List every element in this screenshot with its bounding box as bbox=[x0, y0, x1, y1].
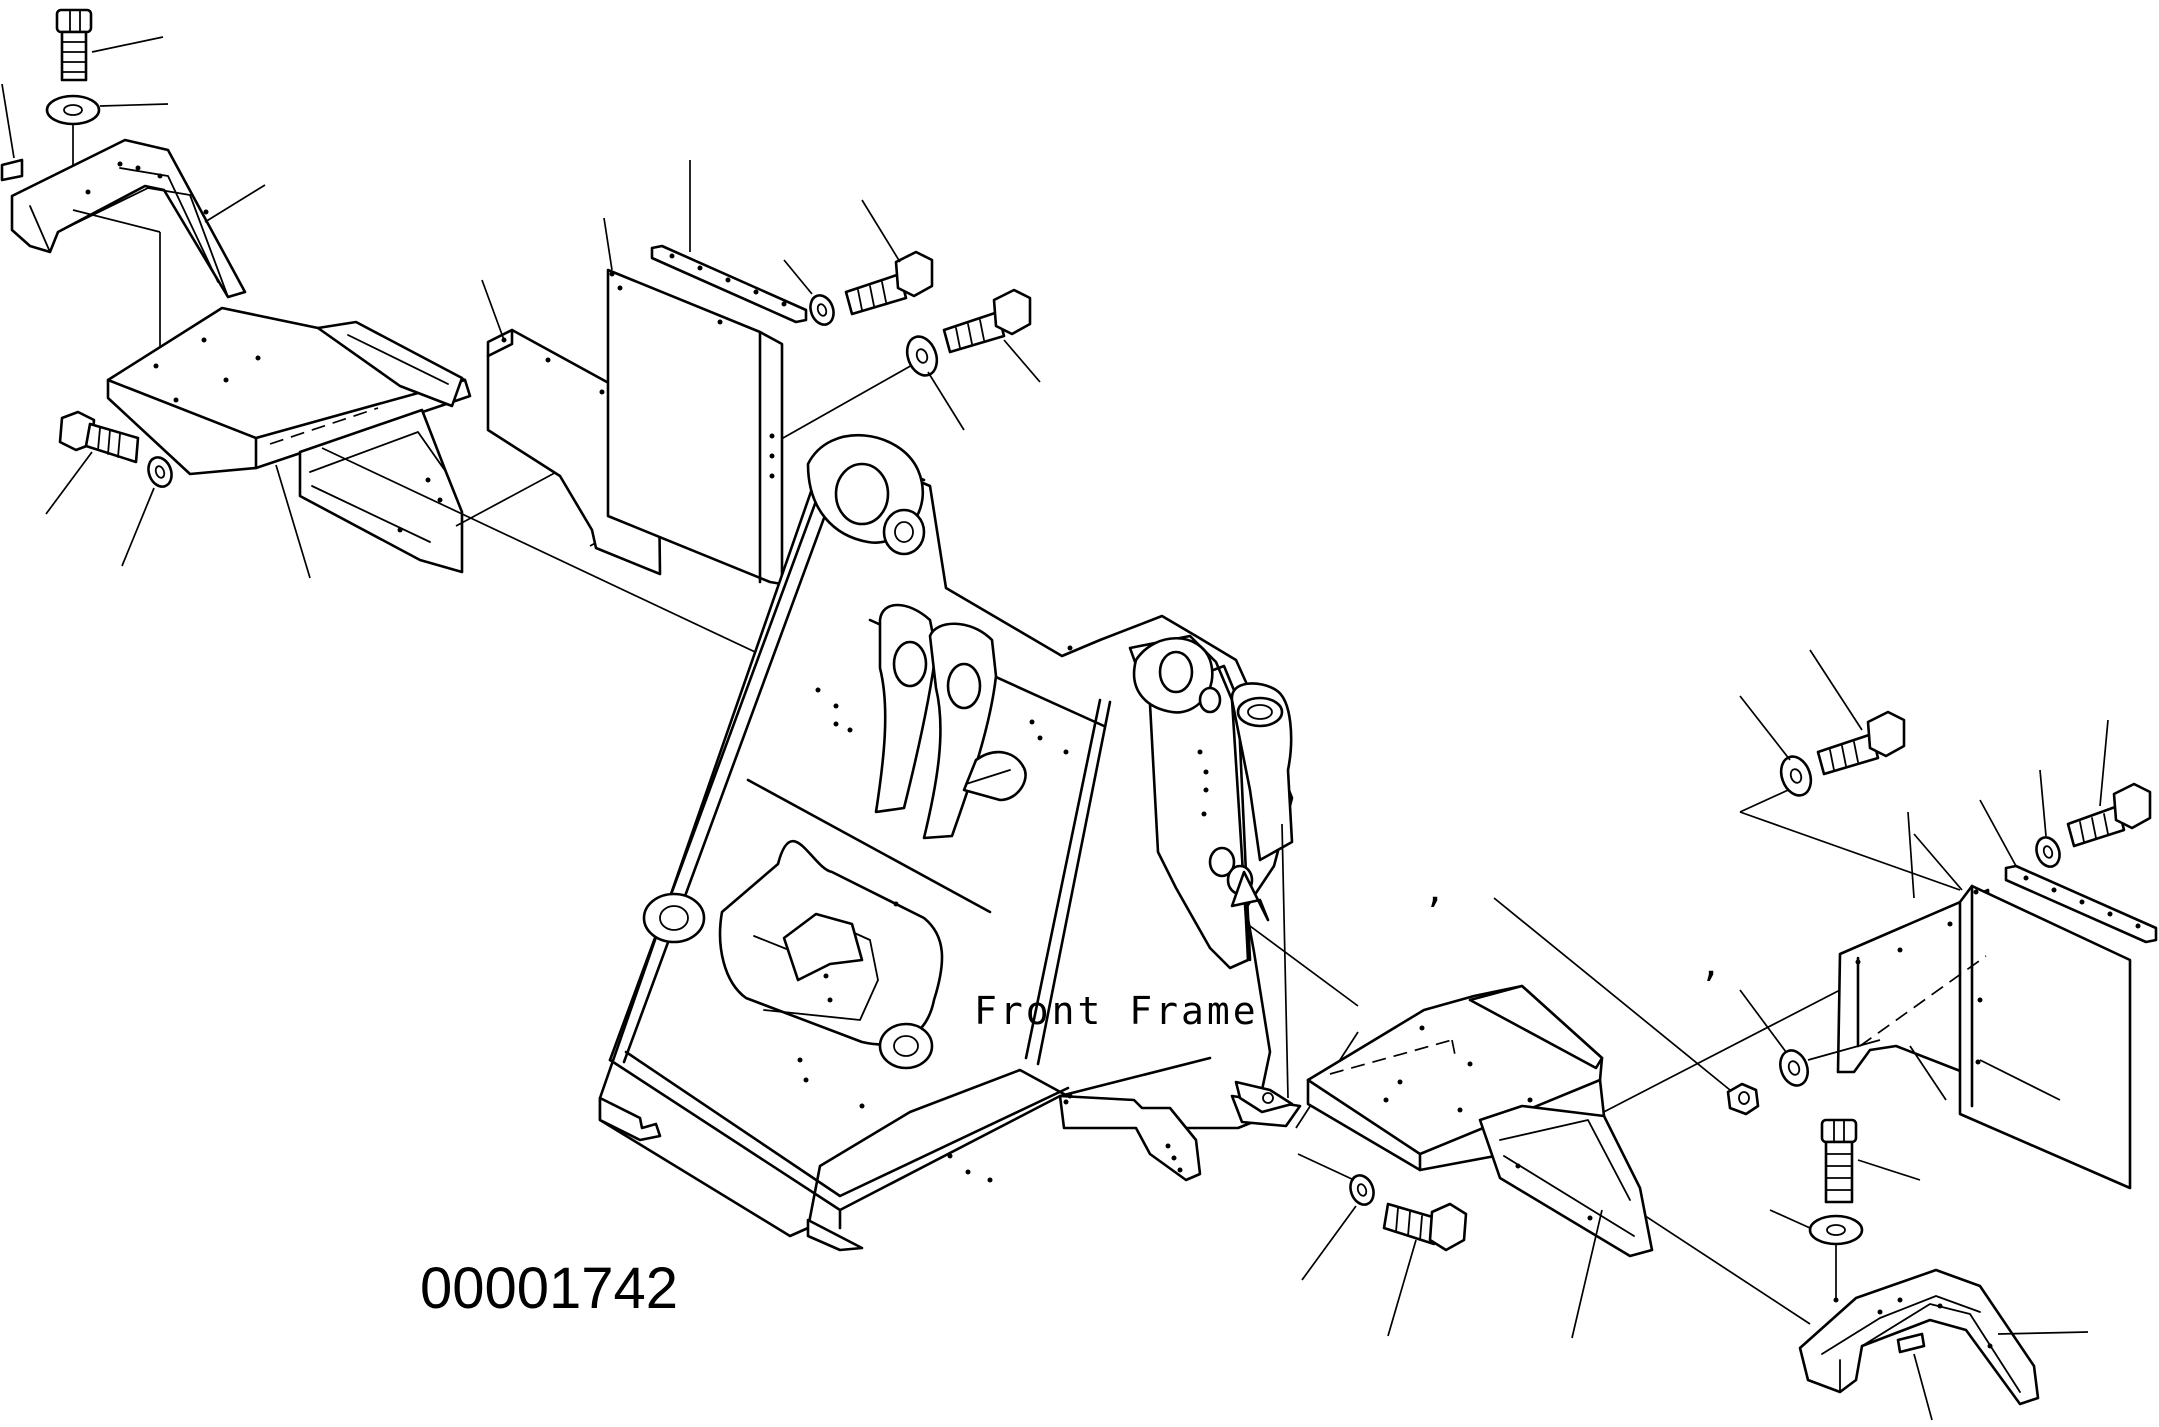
right-upper-bolt-1[interactable] bbox=[1816, 710, 1906, 776]
drawing-number: 00001742 bbox=[420, 1256, 678, 1321]
leader-line bbox=[1857, 1159, 1921, 1181]
left-step-bolt[interactable] bbox=[58, 410, 140, 464]
leader-line bbox=[121, 487, 155, 567]
comma-mark-1: , bbox=[1424, 870, 1446, 911]
leader-line bbox=[1249, 925, 1359, 1007]
leader-line bbox=[1739, 695, 1791, 761]
leader-line bbox=[2099, 719, 2109, 807]
leader-line bbox=[1297, 1153, 1355, 1181]
left-plate-bolt-1[interactable] bbox=[844, 250, 934, 316]
leader-line bbox=[783, 259, 813, 295]
leader-line bbox=[91, 36, 164, 53]
left-plate-bolt-2[interactable] bbox=[942, 288, 1032, 354]
leader-line bbox=[1913, 1353, 1933, 1421]
leader-line bbox=[1739, 989, 1787, 1053]
leader-line bbox=[603, 217, 613, 271]
leader-line bbox=[1571, 1209, 1603, 1339]
leader-line bbox=[1909, 1045, 1947, 1101]
right-step-box[interactable] bbox=[1306, 984, 1654, 1258]
right-lower-washer[interactable] bbox=[1808, 1214, 1864, 1246]
leader-line bbox=[2039, 769, 2047, 837]
left-upper-clip[interactable] bbox=[0, 158, 24, 182]
right-lower-bolt[interactable] bbox=[1820, 1118, 1858, 1204]
leader-line bbox=[204, 184, 266, 223]
leader-line bbox=[321, 447, 807, 677]
left-step-box[interactable] bbox=[106, 306, 472, 574]
leader-line bbox=[1913, 833, 1963, 891]
leader-line bbox=[1493, 897, 1731, 1091]
left-mounting-bracket[interactable] bbox=[10, 138, 247, 299]
right-upper-bolt-2[interactable] bbox=[2066, 782, 2152, 848]
leader-line bbox=[481, 279, 505, 341]
right-step-bolt[interactable] bbox=[1382, 1202, 1468, 1252]
leader-line bbox=[275, 464, 311, 579]
leader-line bbox=[861, 199, 901, 263]
front-frame-caption: Front Frame bbox=[974, 989, 1259, 1033]
leader-line bbox=[927, 371, 965, 431]
right-upper-washer-2[interactable] bbox=[2033, 834, 2064, 870]
left-upper-washer[interactable] bbox=[45, 94, 101, 126]
right-step-washer[interactable] bbox=[1347, 1172, 1378, 1208]
right-upper-washer-1[interactable] bbox=[1776, 752, 1816, 799]
front-frame[interactable] bbox=[598, 433, 1302, 1252]
comma-mark-2: , bbox=[1700, 944, 1722, 985]
left-upper-bolt[interactable] bbox=[55, 8, 93, 82]
right-side-plate[interactable] bbox=[1958, 884, 2132, 1190]
leader-line bbox=[1301, 1205, 1357, 1281]
leader-line bbox=[45, 451, 93, 515]
leader-line bbox=[1807, 1039, 1881, 1061]
right-lower-clip[interactable] bbox=[1896, 1332, 1926, 1354]
leader-line bbox=[99, 103, 169, 107]
left-step-washer[interactable] bbox=[145, 454, 176, 490]
left-plate-washer-2[interactable] bbox=[902, 332, 942, 379]
right-mounting-bracket[interactable] bbox=[1798, 1268, 2040, 1406]
leader-line bbox=[1739, 811, 1961, 891]
leader-line bbox=[1979, 1059, 2061, 1101]
leader-line bbox=[1387, 1239, 1417, 1337]
leader-line bbox=[72, 209, 161, 233]
leader-line bbox=[1769, 1209, 1811, 1229]
right-nut-washer[interactable] bbox=[1776, 1047, 1813, 1090]
right-nut[interactable] bbox=[1726, 1082, 1760, 1116]
leader-line bbox=[1907, 811, 1915, 899]
dash-line bbox=[1859, 955, 1987, 1047]
dash-line bbox=[269, 407, 379, 445]
leader-line bbox=[1, 83, 15, 159]
leader-line bbox=[1979, 799, 2017, 867]
leader-line bbox=[1997, 1331, 2089, 1335]
left-seal-strip[interactable] bbox=[650, 244, 808, 324]
leader-line bbox=[1809, 649, 1863, 731]
left-plate-washer[interactable] bbox=[807, 292, 838, 328]
leader-line bbox=[1281, 823, 1289, 1099]
leader-line bbox=[1003, 339, 1041, 383]
dash-line bbox=[1451, 1039, 1457, 1061]
